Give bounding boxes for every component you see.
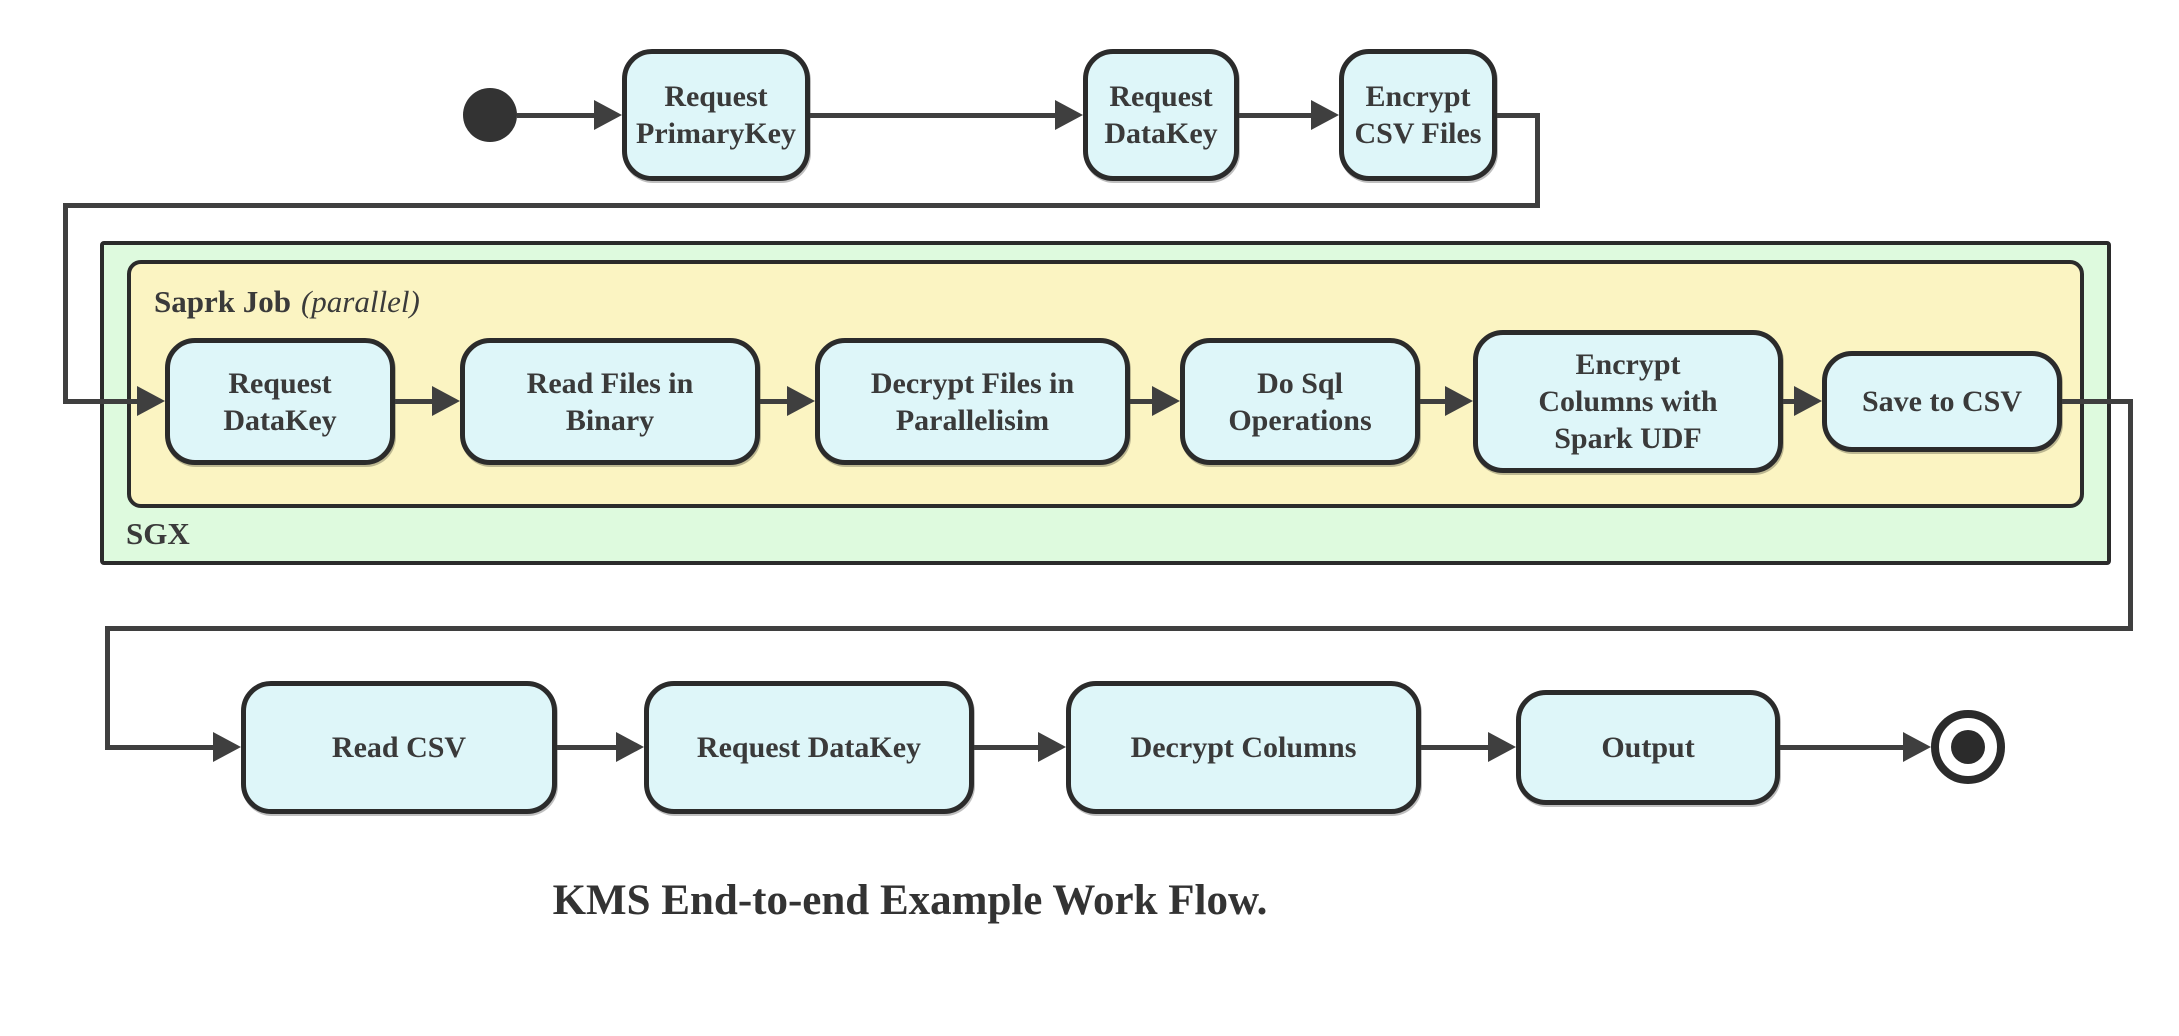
node-encrypt-csv-files: Encrypt CSV Files [1339, 49, 1497, 181]
arrowhead-icon [787, 386, 815, 416]
arrowhead-icon [1903, 732, 1931, 762]
spark-job-label-text: Saprk Job [154, 284, 291, 319]
edge-spark-5 [1783, 399, 1794, 404]
arrowhead-icon [213, 732, 241, 762]
node-output: Output [1516, 690, 1780, 805]
arrowhead-icon [1794, 386, 1822, 416]
node-save-to-csv: Save to CSV [1822, 351, 2062, 452]
edge-primarykey-to-datakey [810, 113, 1055, 118]
edge-into-read-csv-h [105, 745, 213, 750]
edge-into-sgx-h [63, 399, 137, 404]
node-encrypt-columns-with-spark-udf: Encrypt Columns with Spark UDF [1473, 330, 1783, 473]
arrowhead-icon [1038, 732, 1066, 762]
node-request-datakey-bottom: Request DataKey [644, 681, 974, 814]
arrowhead-icon [1488, 732, 1516, 762]
edge-bottom-3 [1421, 745, 1488, 750]
arrowhead-icon [616, 732, 644, 762]
edge-spark-1 [395, 399, 432, 404]
sgx-label-text: SGX [126, 516, 190, 551]
edge-datakey-to-encrypt [1239, 113, 1311, 118]
edge-bottom-return-h [105, 626, 2133, 631]
arrowhead-icon [432, 386, 460, 416]
initial-state-node [463, 88, 517, 142]
arrowhead-icon [1152, 386, 1180, 416]
edge-spark-2 [760, 399, 787, 404]
edge-bottom-2 [974, 745, 1038, 750]
edge-return-left-h [63, 203, 1540, 208]
edge-start-to-request-primarykey [517, 113, 594, 118]
node-request-datakey-top: Request DataKey [1083, 49, 1239, 181]
arrowhead-icon [594, 100, 622, 130]
final-state-dot [1951, 730, 1985, 764]
edge-encrypt-exit-h [1497, 113, 1540, 118]
edge-spark-3 [1130, 399, 1152, 404]
arrowhead-icon [1311, 100, 1339, 130]
node-decrypt-files-in-parallelisim: Decrypt Files in Parallelisim [815, 338, 1130, 465]
node-request-primarykey: Request PrimaryKey [622, 49, 810, 181]
arrowhead-icon [1055, 100, 1083, 130]
edge-return-left-v [63, 203, 68, 404]
node-read-files-in-binary: Read Files in Binary [460, 338, 760, 465]
final-state-node [1931, 710, 2005, 784]
edge-bottom-return-v [105, 626, 110, 750]
edge-save-exit-h [2062, 399, 2133, 404]
node-do-sql-operations: Do Sql Operations [1180, 338, 1420, 465]
node-decrypt-columns: Decrypt Columns [1066, 681, 1421, 814]
edge-output-to-final [1780, 745, 1903, 750]
sgx-label: SGX [126, 516, 190, 552]
edge-save-exit-v [2128, 399, 2133, 631]
edge-bottom-1 [557, 745, 616, 750]
edge-spark-4 [1420, 399, 1445, 404]
arrowhead-icon [1445, 386, 1473, 416]
node-read-csv: Read CSV [241, 681, 557, 814]
arrowhead-icon [137, 386, 165, 416]
spark-job-label: Saprk Job (parallel) [154, 284, 420, 320]
spark-job-parallel-label: (parallel) [300, 284, 420, 319]
node-request-datakey-spark: Request DataKey [165, 338, 395, 465]
diagram-caption: KMS End-to-end Example Work Flow. [552, 877, 1268, 924]
edge-encrypt-exit-v [1535, 113, 1540, 208]
